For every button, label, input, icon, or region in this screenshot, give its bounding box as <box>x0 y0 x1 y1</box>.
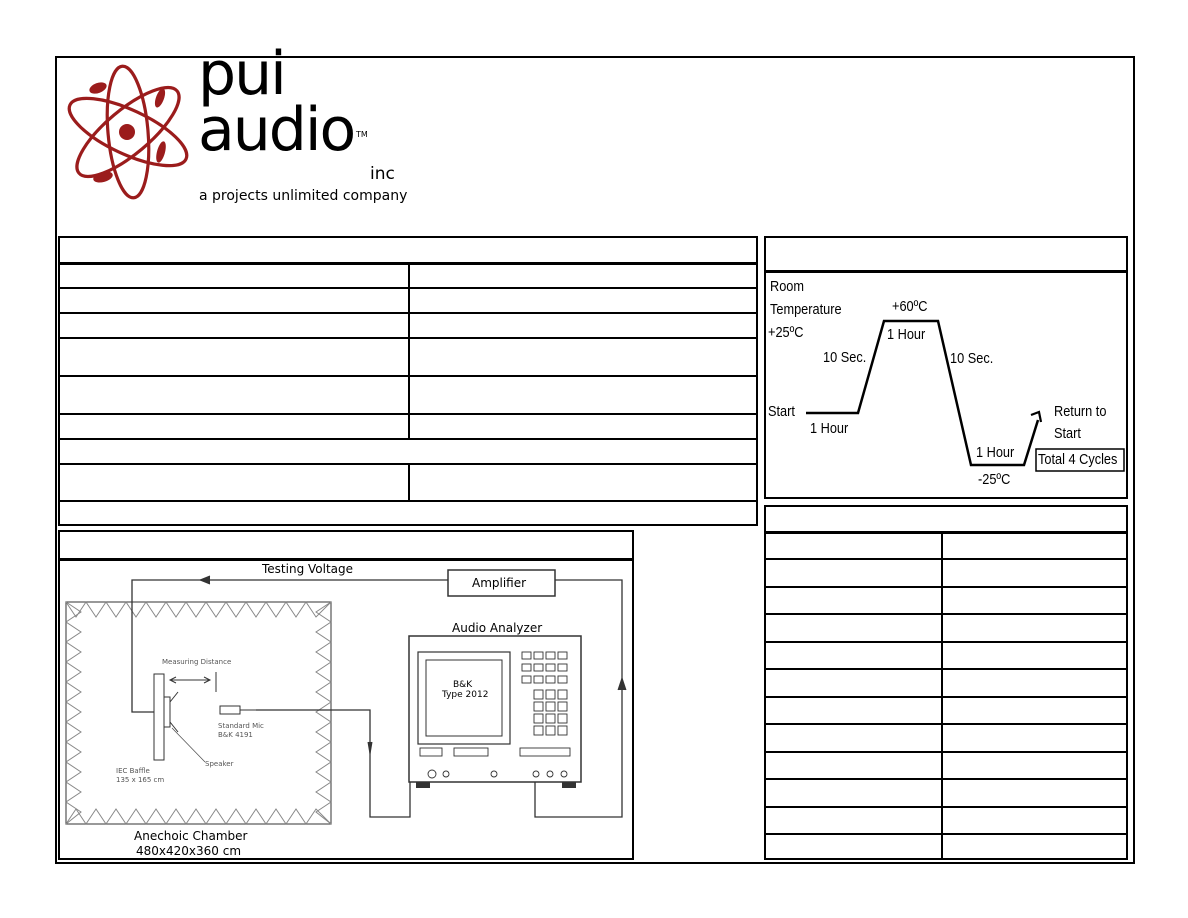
hour3-label: 1 Hour <box>976 444 1015 461</box>
chamber-label-line1: Anechoic Chamber <box>134 829 248 843</box>
start-label: Start <box>768 403 795 420</box>
logo-brand-line1: pui <box>198 39 287 109</box>
room-temp-label: +25ºC <box>768 324 804 341</box>
mic-label-line1: Standard Mic <box>218 722 264 730</box>
test-setup-panel: Testing Voltage Amplifier Audio Analyzer… <box>58 530 634 860</box>
specification-table <box>58 236 758 526</box>
audio-analyzer-label: Audio Analyzer <box>452 621 543 635</box>
rise-time-label: 10 Sec. <box>823 349 867 366</box>
speaker-label: Speaker <box>205 760 234 768</box>
amplifier-label: Amplifier <box>472 576 527 590</box>
measuring-distance-label: Measuring Distance <box>162 658 232 666</box>
temperature-cycle-panel: Room Temperature +25ºC Start 1 Hour 10 S… <box>764 236 1128 499</box>
page-frame <box>55 56 1135 864</box>
measurement-table <box>764 505 1128 860</box>
logo-tagline: a projects unlimited company <box>199 188 408 204</box>
test-setup-diagram <box>65 569 627 825</box>
analyzer-model-line2: Type 2012 <box>442 690 489 700</box>
baffle-label-line1: IEC Baffle <box>116 767 150 775</box>
mic-label-line2: B&K 4191 <box>218 731 253 739</box>
hour2-label: 1 Hour <box>887 326 926 343</box>
baffle-label-line2: 135 x 165 cm <box>116 776 165 784</box>
fall-time-label: 10 Sec. <box>950 350 994 367</box>
return-label-2: Start <box>1054 425 1081 442</box>
temperature-cycle-diagram <box>806 319 1125 472</box>
hour1-label: 1 Hour <box>810 420 849 437</box>
analyzer-model-line1: B&K <box>453 680 473 690</box>
total-cycles-label: Total 4 Cycles <box>1038 451 1118 468</box>
room-label: Room <box>770 278 805 295</box>
logo-suffix: inc <box>370 164 395 184</box>
temperature-label: Temperature <box>770 301 842 318</box>
company-logo: pui audio TM inc a projects unlimited co… <box>58 44 418 215</box>
testing-voltage-label: Testing Voltage <box>262 562 354 576</box>
chamber-label-line2: 480x420x360 cm <box>136 844 242 858</box>
return-label-1: Return to <box>1054 403 1107 420</box>
low-temp-label: -25ºC <box>978 471 1011 488</box>
logo-trademark: TM <box>356 130 368 139</box>
logo-brand-line2: audio <box>198 95 356 165</box>
high-temp-label: +60ºC <box>892 298 928 315</box>
atom-logo-icon <box>67 64 189 200</box>
